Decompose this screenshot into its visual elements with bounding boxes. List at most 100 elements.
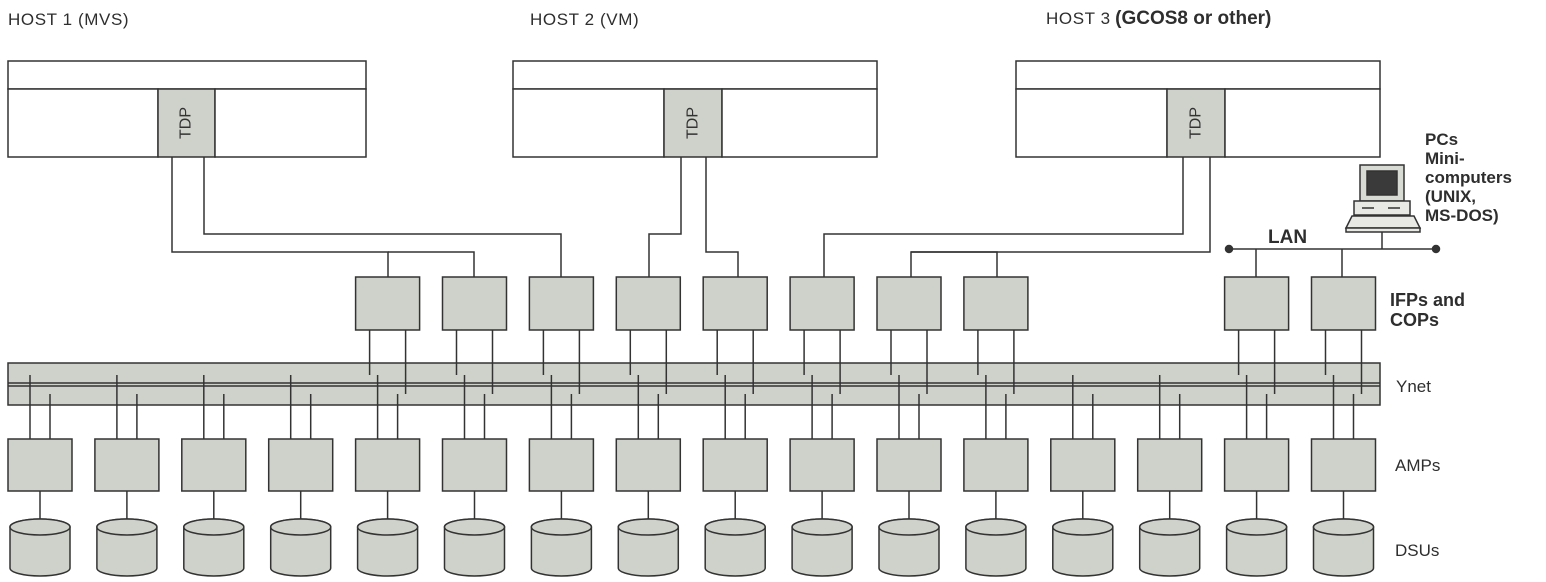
host-3-title: HOST 3 (GCOS8 or other) (1046, 8, 1271, 30)
host-3-tdp-label: TDP (1188, 107, 1205, 139)
ifp-cop-box (963, 276, 1029, 331)
lan-end-right (1431, 244, 1441, 254)
pcs-label: PCs Mini- computers (UNIX, MS-DOS) (1425, 130, 1512, 225)
ifp-cop-box (1223, 276, 1290, 331)
host-2-right (721, 88, 878, 158)
ifp-pair-2-link (911, 251, 998, 277)
amp-box (528, 438, 595, 492)
pcs-label-line: PCs (1425, 130, 1459, 149)
host-1-left (7, 88, 159, 158)
dsu-label: DSUs (1395, 541, 1440, 560)
amp-box (702, 438, 768, 492)
ifp-label-line: COPs (1390, 310, 1440, 331)
dsu-disk-top (617, 518, 680, 536)
ifp-cop-box (354, 276, 421, 331)
amp-box (354, 438, 421, 492)
amp-box (267, 438, 334, 492)
dsu-disk-top (791, 518, 853, 536)
dsu-disk-top (530, 518, 593, 536)
host-2: TDP (512, 60, 878, 158)
ifp-cop-box (615, 276, 682, 331)
host-2-tdp-label: TDP (685, 107, 702, 139)
amp-box (1136, 438, 1203, 492)
dsu-disk-top (965, 518, 1027, 536)
pcs-label-line: Mini- (1425, 149, 1465, 169)
dsu-disk-top (878, 518, 940, 536)
dsu-disk-top (183, 518, 245, 536)
amp-row (7, 375, 1377, 492)
amp-box (94, 438, 160, 492)
amp-box (963, 438, 1029, 492)
ifp-cop-row (354, 276, 1377, 394)
host-3-left (1015, 88, 1168, 158)
ifp-label-line: IFPs and (1390, 290, 1466, 310)
host-channels (171, 157, 1211, 277)
ynet-label: Ynet (1396, 377, 1431, 396)
amp-box (615, 438, 682, 492)
ifp-cop-box (789, 276, 855, 331)
host-3-title-suffix: (GCOS8 or other) (1115, 8, 1272, 29)
host-1-channel-a (171, 157, 389, 277)
host-2-top (512, 60, 878, 90)
dsu-disk-top (356, 518, 419, 536)
dsu-disk-top (1052, 518, 1114, 536)
host-3: TDP (1015, 60, 1381, 158)
dsu-disk-top (1225, 518, 1288, 536)
amp-box (181, 438, 247, 492)
dsu-disk-top (1312, 518, 1375, 536)
lan-end-left (1224, 244, 1234, 254)
host-2-tdp (663, 88, 723, 158)
dsu-disk-top (96, 518, 158, 536)
ifp-pair-1-link (388, 251, 475, 277)
pc-keyboard-edge (1345, 227, 1421, 233)
amp-label: AMPs (1395, 456, 1441, 475)
host-1-channel-b (203, 157, 562, 277)
host-1-tdp-label: TDP (178, 107, 195, 139)
host-3-tdp (1166, 88, 1226, 158)
host-1: TDP (7, 60, 367, 158)
pcs-label-line: MS-DOS) (1425, 206, 1499, 226)
host-1-right (214, 88, 367, 158)
amp-box (1050, 438, 1116, 492)
ifp-cop-box (441, 276, 508, 331)
dsu-disk-top (443, 518, 506, 536)
host-3-channel-a (823, 157, 1184, 277)
host-3-top (1015, 60, 1381, 90)
dsu-disk-top (1138, 518, 1201, 536)
dsu-disk-top (704, 518, 766, 536)
amp-box (441, 438, 508, 492)
amp-box (876, 438, 942, 492)
ifp-cop-box (1310, 276, 1377, 331)
host-3-title-prefix: HOST 3 (1046, 9, 1111, 28)
host-2-channel-a (648, 157, 682, 277)
pc-base (1353, 200, 1411, 216)
dsu-disk-top (9, 518, 71, 536)
pcs-label-line: (UNIX, (1425, 187, 1476, 207)
dsu-disk-top (269, 518, 332, 536)
pcs-label-line: computers (1425, 168, 1512, 188)
host-2-title: HOST 2 (VM) (530, 10, 640, 29)
amp-box (789, 438, 855, 492)
host-1-top (7, 60, 367, 90)
amp-box (7, 438, 73, 492)
lan-label: LAN (1268, 227, 1308, 248)
host-1-title: HOST 1 (MVS) (8, 10, 130, 29)
amp-box (1310, 438, 1377, 492)
pc-icon (1344, 164, 1422, 233)
lan (1224, 232, 1441, 277)
host-3-right (1224, 88, 1381, 158)
ynet (7, 362, 1381, 406)
dsu-row (9, 491, 1375, 577)
host-2-channel-b (705, 157, 739, 277)
pc-screen (1366, 170, 1398, 196)
ynet-band (7, 362, 1381, 406)
host-1-tdp (157, 88, 216, 158)
amp-box (1223, 438, 1290, 492)
ifp-cop-label: IFPs and COPs (1390, 290, 1465, 330)
ifp-cop-box (702, 276, 768, 331)
ifp-cop-box (528, 276, 595, 331)
ifp-cop-box (876, 276, 942, 331)
host-3-channel-b (910, 157, 1211, 277)
pc-keyboard (1344, 215, 1422, 229)
